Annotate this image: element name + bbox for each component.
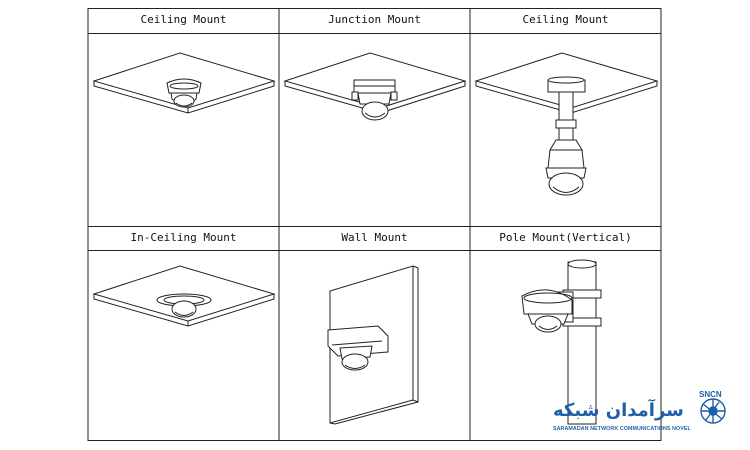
cell-title-ceiling-mount: Ceiling Mount: [140, 13, 227, 26]
wall-mount-illustration: [327, 265, 419, 425]
ceiling-pendant-mount-illustration: [474, 52, 659, 196]
svg-text:SNCN: SNCN: [699, 390, 722, 399]
cell-title-wall-mount: Wall Mount: [341, 231, 408, 244]
junction-mount-illustration: [283, 52, 467, 121]
brand-name-persian: سرآمدان شبکه: [553, 400, 684, 421]
cell-title-junction-mount: Junction Mount: [328, 13, 421, 26]
cell-title-pole-mount: Pole Mount(Vertical): [499, 231, 632, 244]
pole-mount-illustration: [521, 259, 602, 425]
brand-emblem-icon: SNCN: [699, 390, 726, 424]
cell-title-in-ceiling-mount: In-Ceiling Mount: [130, 231, 237, 244]
brand-name-english: SARAMADAN NETWORK COMMUNICATIONS NOVEL: [553, 426, 691, 432]
cell-title-ceiling-pendant-mount: Ceiling Mount: [522, 13, 609, 26]
ceiling-mount-illustration: [92, 52, 276, 114]
grid-frame: [87, 8, 662, 441]
in-ceiling-mount-illustration: [92, 265, 276, 327]
